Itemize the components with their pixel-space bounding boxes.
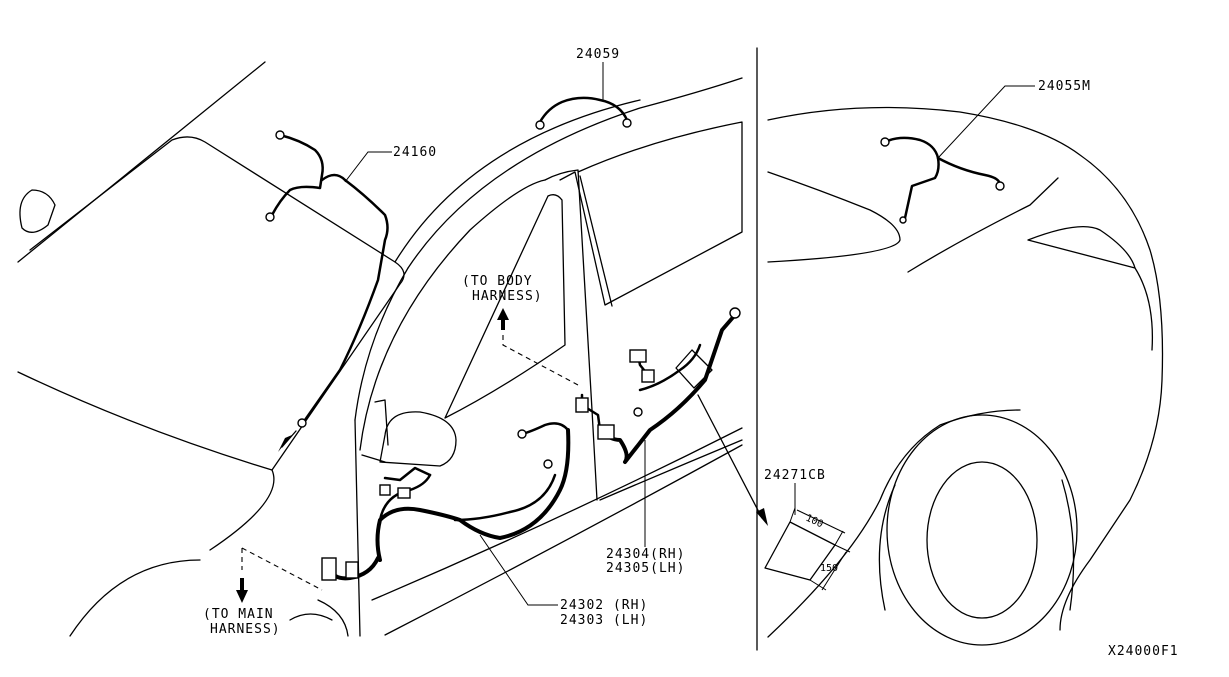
label-24304-rh: 24304(RH): [606, 547, 685, 562]
rear-door-harness-24304: [575, 307, 768, 547]
to-body-routing: [497, 308, 579, 386]
label-24271CB: 24271CB: [764, 468, 826, 483]
label-24059: 24059: [576, 47, 620, 62]
roof-harness-24059: [535, 62, 632, 130]
to-main-routing: [236, 547, 323, 603]
label-24305-lh: 24305(LH): [606, 561, 685, 576]
clip-part-24271CB: [764, 483, 851, 591]
label-24055M: 24055M: [1038, 79, 1091, 94]
rear-harness-24055M: [880, 85, 1035, 224]
label-24160: 24160: [393, 145, 437, 160]
label-24303-lh: 24303 (LH): [560, 613, 648, 628]
note-to-main-2: HARNESS): [210, 622, 281, 637]
windshield-harness-24160: [265, 130, 392, 452]
front-door-harness-24302: [321, 422, 571, 606]
label-24302-rh: 24302 (RH): [560, 598, 648, 613]
diagram-id: X24000F1: [1108, 644, 1179, 659]
note-to-body-1: (TO BODY: [462, 274, 533, 289]
note-to-body-2: HARNESS): [472, 289, 543, 304]
rear-body-outline: [767, 106, 1164, 646]
dim-height-150: 150: [820, 563, 838, 574]
front-body-outline: [17, 61, 743, 637]
note-to-main-1: (TO MAIN: [203, 607, 274, 622]
dim-width-100: 100: [804, 513, 825, 531]
